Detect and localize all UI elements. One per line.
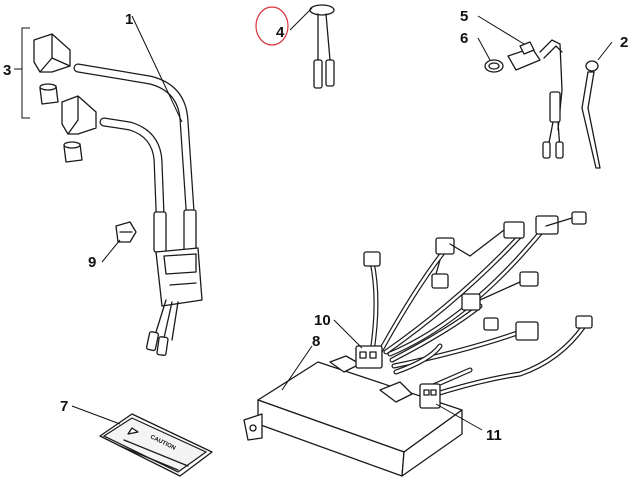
part-1-ignition-coil: [73, 15, 203, 356]
callout-2: 2: [620, 34, 628, 51]
part-4-sensor: [255, 4, 335, 89]
part-1-leader: [131, 15, 183, 123]
callout-8: 8: [312, 333, 320, 350]
part-9-leader: [101, 239, 121, 263]
part-3-bracket: [21, 27, 30, 119]
callout-11: 11: [486, 427, 502, 444]
module-side: [401, 409, 463, 477]
part-5-6-switch: [477, 15, 564, 159]
part-8-cdi-module: [243, 345, 463, 477]
lead-sleeve-right: [183, 209, 197, 253]
part-9-clip: [101, 221, 137, 263]
callout-4: 4: [276, 24, 285, 41]
warning-triangle-icon: [127, 427, 139, 435]
part-5-leader: [477, 15, 525, 45]
part-8-leader: [281, 345, 313, 391]
callout-6: 6: [460, 30, 468, 47]
part-7-caution-label: CAUTION: [71, 405, 213, 477]
cable-tie-head: [585, 60, 599, 72]
sensor-head: [309, 4, 335, 16]
part-2-cable-tie: [581, 41, 613, 169]
spark-plug-cap-bottom: [61, 95, 97, 135]
part-2-leader: [597, 41, 613, 61]
cable-tie-strap: [581, 71, 601, 169]
callout-3: 3: [3, 62, 11, 79]
part-6-leader: [477, 37, 491, 61]
callout-9: 9: [88, 254, 96, 271]
part-4-leader: [289, 7, 313, 31]
part-10-leader: [333, 319, 363, 349]
wiring-harness: [333, 211, 593, 431]
part-7-leader: [71, 405, 121, 425]
part-3-spark-plug-caps: [14, 27, 97, 163]
part-11-leader: [435, 403, 483, 431]
callout-5: 5: [460, 8, 468, 25]
callout-1: 1: [125, 11, 133, 28]
callout-7: 7: [60, 398, 68, 415]
part-4-highlight-circle: [255, 6, 289, 46]
lead-sleeve-left: [153, 211, 167, 253]
callout-10: 10: [314, 312, 331, 329]
